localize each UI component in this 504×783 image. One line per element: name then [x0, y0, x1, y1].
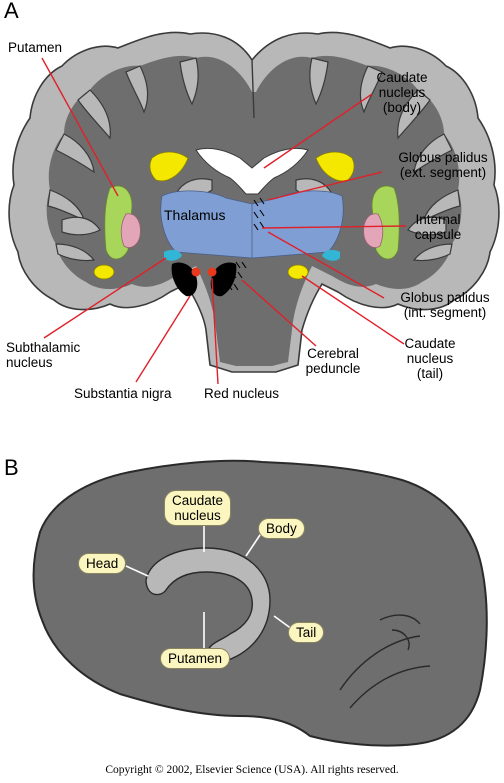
caudate-tail-line2: nucleus: [406, 351, 454, 366]
copyright-notice: Copyright © 2002, Elsevier Science (USA)…: [105, 764, 399, 776]
globus-ext-line1: Globus palidus: [398, 150, 488, 165]
caudate-tail-left: [93, 264, 115, 280]
longitudinal-fissure: [251, 59, 255, 119]
caudate-tail-right: [287, 264, 309, 280]
substantia-nigra-left: [171, 262, 198, 297]
pill-body: Body: [258, 518, 305, 539]
pill-caudate-nucleus: Caudate nucleus: [164, 490, 232, 526]
label-red-nucleus: Red nucleus: [204, 386, 280, 401]
label-caudate-tail: Caudate nucleus (tail): [400, 336, 460, 381]
cerebral-peduncle-line2: peduncle: [305, 361, 361, 376]
caudate-tail-line3: (tail): [416, 366, 444, 381]
label-putamen: Putamen: [8, 40, 63, 55]
label-globus-int: Globus palidus (int. segment): [388, 290, 502, 320]
caudate-body-line3: (body): [382, 100, 422, 115]
panel-b-connectors: [125, 524, 297, 650]
red-nucleus-right: [207, 267, 217, 277]
caudate-body-line2: nucleus: [378, 85, 426, 100]
globus-left: [120, 213, 141, 248]
caudate-body-right: [315, 151, 355, 182]
label-internal-capsule: Internal capsule: [408, 212, 468, 242]
subthalamic-left: [164, 249, 182, 261]
fiber-dashes: [227, 197, 265, 291]
subthalamic-line1: Subthalamic: [6, 340, 81, 355]
pill-putamen: Putamen: [160, 648, 231, 669]
caudate-tail-line1: Caudate: [404, 336, 456, 351]
cerebral-peduncle-line1: Cerebral: [307, 346, 359, 361]
pill-caudate-line1: Caudate: [172, 493, 224, 508]
label-cerebral-peduncle: Cerebral peduncle: [298, 346, 368, 376]
globus-ext-line2: (ext. segment): [399, 165, 487, 180]
label-substantia-nigra: Substantia nigra: [74, 386, 172, 401]
subthalamic-right: [322, 249, 340, 261]
globus-int-line1: Globus palidus: [400, 290, 490, 305]
globus-int-line2: (int. segment): [403, 305, 487, 320]
label-thalamus: Thalamus: [164, 207, 226, 223]
leader-lines: [41, 57, 407, 385]
panel-a-letter: A: [4, 0, 19, 23]
caudate-c-shape: [145, 547, 271, 664]
lateral-hemisphere: [32, 459, 488, 747]
pill-caudate-line2: nucleus: [174, 508, 221, 523]
panel-b-letter: B: [4, 455, 19, 480]
internal-capsule-line1: Internal: [415, 212, 461, 227]
red-nucleus-left: [191, 267, 201, 277]
internal-capsule-line2: capsule: [414, 227, 462, 242]
pill-tail: Tail: [288, 622, 325, 643]
label-caudate-body: Caudate nucleus (body): [372, 70, 432, 115]
label-globus-ext: Globus palidus (ext. segment): [386, 150, 500, 180]
pill-head: Head: [78, 553, 127, 574]
caudate-body-line1: Caudate: [376, 70, 428, 85]
subthalamic-line2: nucleus: [6, 355, 53, 370]
globus-right: [363, 213, 384, 248]
caudate-body-left: [149, 151, 189, 182]
lateral-ventricles: [195, 147, 309, 195]
cerebellum-lines: [339, 614, 431, 709]
label-subthalamic: Subthalamic nucleus: [6, 340, 80, 370]
